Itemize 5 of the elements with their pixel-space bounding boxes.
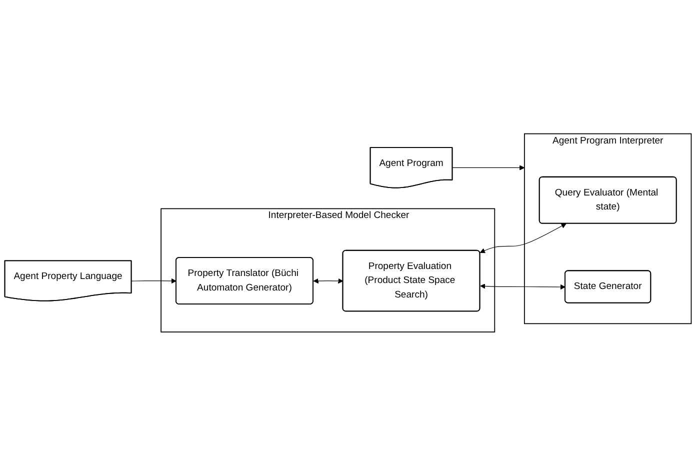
arrow [480,284,566,290]
arrow [452,165,525,170]
arrow [131,278,176,284]
arrow [313,278,344,284]
arrow [480,224,566,254]
